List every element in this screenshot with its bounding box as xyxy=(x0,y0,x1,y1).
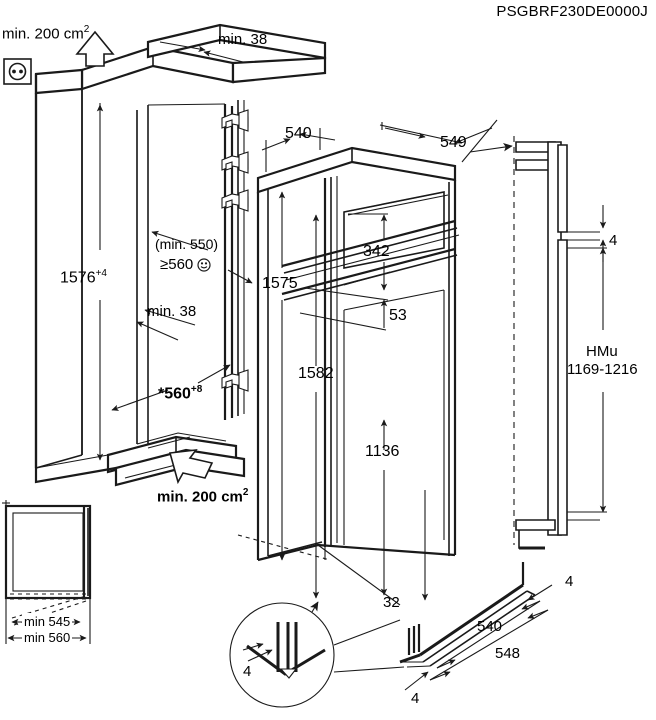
niche-bottom-board xyxy=(34,435,246,487)
dim-base-edge-right-4 xyxy=(527,584,553,601)
profile-bottom-bar xyxy=(515,519,556,531)
dim-53 xyxy=(299,287,389,331)
label-niche-width: *560+8 xyxy=(158,384,203,403)
bottom-vent-arrow-icon xyxy=(168,448,214,485)
dim-gap-mid-arrows xyxy=(136,308,196,341)
smiley-face-icon xyxy=(197,257,211,272)
label-gap-mid: min. 38 xyxy=(147,303,197,320)
niche-inner-front xyxy=(136,103,226,448)
appliance-right-side xyxy=(448,180,457,556)
label-appliance-width: 549 xyxy=(440,134,467,151)
label-base-outer-width: 548 xyxy=(495,645,521,662)
label-hmu: HMu xyxy=(586,343,618,360)
dim-base-548 xyxy=(429,609,549,681)
label-plinth-height: 32 xyxy=(383,594,400,611)
label-bottom-vent: min. 200 cm2 xyxy=(157,487,249,506)
dim-32 xyxy=(317,490,429,606)
label-hmu-range: 1169-1216 xyxy=(567,361,638,378)
top-vent-arrow-icon xyxy=(75,30,115,67)
profile-foot xyxy=(518,530,545,549)
dim-niche-depth-arrows xyxy=(151,230,253,284)
hinge-bracket-2 xyxy=(221,151,249,174)
label-niche-depth-note: (min. 550) xyxy=(155,236,219,252)
hinge-bracket-3 xyxy=(221,189,249,212)
label-appliance-height: 1575 xyxy=(262,275,298,292)
drawing-code: PSGBRF230DE0000J xyxy=(496,3,648,20)
side-profile-group xyxy=(513,136,600,550)
inset-plan-group xyxy=(2,500,92,644)
label-detail-gap: 4 xyxy=(243,663,252,680)
label-hinge-offset: 4 xyxy=(609,232,618,249)
label-door-width: 540 xyxy=(285,125,312,142)
label-base-edge-left: 4 xyxy=(411,690,420,707)
hinge-bracket-1 xyxy=(221,109,249,132)
label-base-edge-right: 4 xyxy=(565,573,574,590)
dim-appliance-width-549 xyxy=(379,119,498,163)
niche-inner-bottom xyxy=(136,432,227,449)
label-base-inner-width: 540 xyxy=(477,618,503,635)
base-footprint-group xyxy=(399,562,536,668)
label-top-vent: min. 200 cm2 xyxy=(2,24,90,43)
appliance-group xyxy=(237,146,460,562)
dim-door-width-540 xyxy=(261,128,336,172)
power-socket-icon xyxy=(3,58,32,85)
dim-niche-width-arrows xyxy=(111,364,231,411)
label-total-height: 1582 xyxy=(298,365,334,382)
profile-top-strip xyxy=(557,144,568,233)
label-inset-min-outer: min 560 xyxy=(22,629,73,647)
dim-hmu xyxy=(567,247,607,513)
label-inset-min-inner: min 545 xyxy=(22,613,73,631)
dim-342 xyxy=(343,213,391,291)
detail-circle-group xyxy=(229,601,405,708)
hinge-bracket-4 xyxy=(221,369,249,392)
profile-body-strip xyxy=(557,239,568,536)
fridge-door xyxy=(343,289,445,545)
label-door-gap: 53 xyxy=(389,307,407,324)
appliance-top xyxy=(256,146,457,194)
niche-top-cap xyxy=(146,23,327,84)
label-niche-depth: ≥560 xyxy=(160,256,211,273)
appliance-front-left xyxy=(256,176,338,560)
freezer-door xyxy=(343,191,449,269)
dim-base-540 xyxy=(436,600,541,669)
profile-pointer-arrow xyxy=(469,142,513,153)
niche-back-wall xyxy=(35,89,83,469)
label-niche-height: 1576+4 xyxy=(60,268,107,287)
dim-base-edge-left-4 xyxy=(404,671,429,691)
label-fridge-door-height: 1136 xyxy=(365,443,400,460)
dim-gap-top-arrows xyxy=(159,41,244,63)
label-gap-top: min. 38 xyxy=(218,31,268,48)
label-freezer-door-height: 342 xyxy=(363,243,390,260)
